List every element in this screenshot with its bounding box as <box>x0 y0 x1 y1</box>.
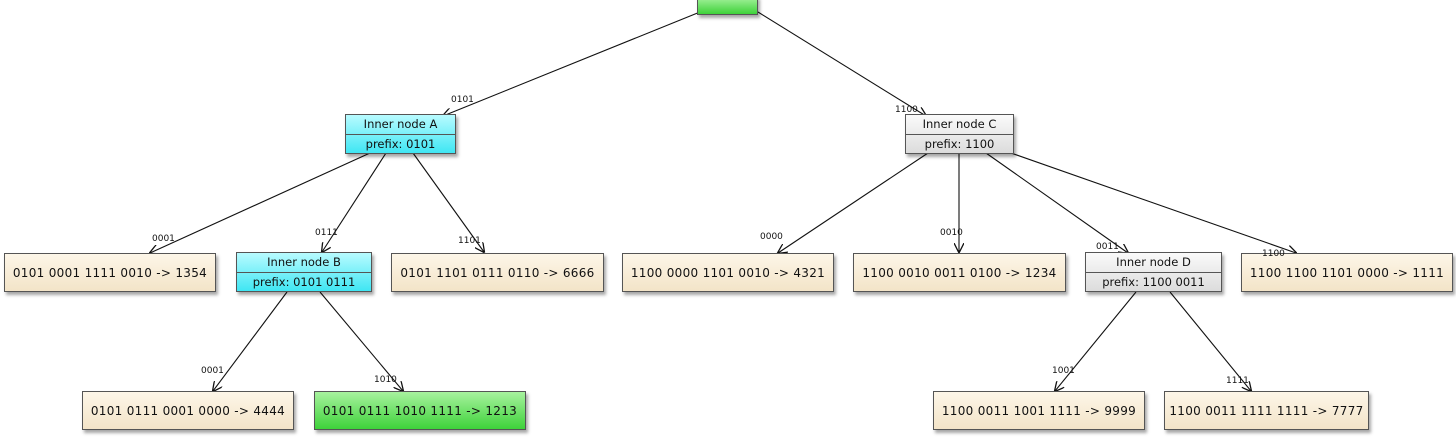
inner-node-b: Inner node B prefix: 0101 0111 <box>236 252 372 292</box>
inner-node-c-prefix: prefix: 1100 <box>906 133 1013 154</box>
leaf-1213: 0101 0111 1010 1111 -> 1213 <box>314 391 526 430</box>
edge-label-a-1354: 0001 <box>152 234 175 244</box>
edge-label-c-4321: 0000 <box>760 232 783 242</box>
inner-node-a: Inner node A prefix: 0101 <box>345 114 456 154</box>
inner-node-a-title: Inner node A <box>363 117 438 132</box>
leaf-4321: 1100 0000 1101 0010 -> 4321 <box>622 253 834 292</box>
edge-label-c-1234: 0010 <box>940 228 963 238</box>
edge-label-root-a: 0101 <box>451 95 474 105</box>
edge-c-4321 <box>778 152 929 253</box>
inner-node-d-title: Inner node D <box>1116 255 1191 270</box>
root-node <box>697 0 758 15</box>
edge-label-a-6666: 1101 <box>458 236 481 246</box>
leaf-1111: 1100 1100 1101 0000 -> 1111 <box>1241 253 1453 292</box>
edge-c-1111 <box>1010 152 1296 253</box>
edge-a-1354 <box>150 152 371 253</box>
edge-label-d-9999: 1001 <box>1052 366 1075 376</box>
edge-b-1213 <box>319 291 403 391</box>
edge-root-c <box>757 11 926 116</box>
inner-node-b-title: Inner node B <box>267 255 341 270</box>
leaf-6666: 0101 1101 0111 0110 -> 6666 <box>391 253 604 292</box>
inner-node-a-prefix: prefix: 0101 <box>346 133 455 154</box>
edge-label-c-1111: 1100 <box>1262 249 1285 259</box>
edge-label-a-b: 0111 <box>315 228 338 238</box>
edge-label-c-d: 0011 <box>1096 242 1119 252</box>
edge-label-root-c: 1100 <box>895 105 918 115</box>
edge-d-9999 <box>1055 291 1137 391</box>
inner-node-d-prefix: prefix: 1100 0011 <box>1086 271 1221 292</box>
inner-node-c-title: Inner node C <box>922 117 997 132</box>
edge-c-d <box>985 152 1128 253</box>
edge-b-4444 <box>213 291 288 391</box>
leaf-9999: 1100 0011 1001 1111 -> 9999 <box>933 391 1145 430</box>
edge-a-b <box>322 152 387 252</box>
inner-node-c: Inner node C prefix: 1100 <box>905 114 1014 154</box>
edge-label-b-4444: 0001 <box>201 366 224 376</box>
leaf-1354: 0101 0001 1111 0010 -> 1354 <box>4 253 216 292</box>
edge-d-7777 <box>1169 291 1251 391</box>
edge-a-6666 <box>412 152 484 252</box>
inner-node-b-prefix: prefix: 0101 0111 <box>237 271 371 292</box>
edge-label-d-7777: 1111 <box>1226 376 1249 386</box>
leaf-4444: 0101 0111 0001 0000 -> 4444 <box>82 391 294 430</box>
edge-root-a <box>443 11 701 116</box>
edge-label-b-1213: 1010 <box>374 375 397 385</box>
leaf-7777: 1100 0011 1111 1111 -> 7777 <box>1164 391 1369 430</box>
leaf-1234: 1100 0010 0011 0100 -> 1234 <box>853 253 1066 292</box>
inner-node-d: Inner node D prefix: 1100 0011 <box>1085 252 1222 292</box>
